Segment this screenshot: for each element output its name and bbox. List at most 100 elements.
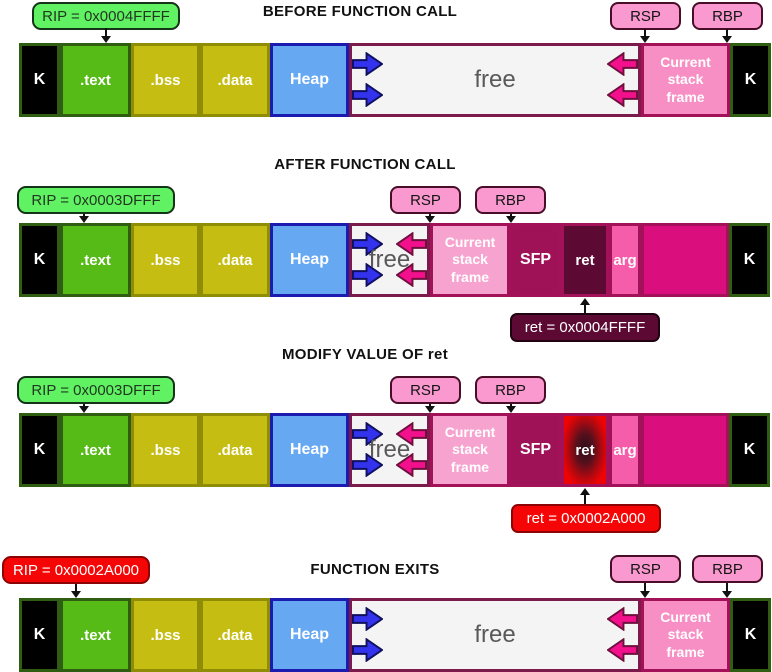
pointer-arrow [579,298,591,313]
grow-right-arrow-icon [352,83,383,107]
rsp-register-box: RSP [610,2,681,30]
segment-label: .bss [150,71,181,89]
segment-label: Heap [289,626,330,643]
grow-right-arrow-icon [352,607,383,631]
segment-label: SFP [519,441,552,458]
segment-stack-frame: Current stack frame [430,413,510,487]
grow-left-arrow-icon [607,607,638,631]
segment-heap: Heap [270,598,349,672]
segment-label: K [33,71,46,88]
segment-heap: Heap [270,43,349,117]
segment-text: .text [60,223,131,297]
grow-right-arrow-icon [352,638,383,662]
segment-label: Current stack frame [444,424,496,475]
pointer-arrow [505,214,517,223]
rbp-register-box: RBP [692,555,763,583]
segment-label: .text [80,71,111,89]
segment-label: .text [80,626,111,644]
memory-bar: K .text .bss .data Heap free Current sta… [19,598,771,672]
segment-stack-rest [641,413,729,487]
segment-label: ret [575,441,595,459]
pointer-arrow [78,214,90,223]
segment-kernel-end: K [729,223,770,297]
segment-data: .data [200,598,270,672]
segment-heap: Heap [270,413,349,487]
segment-label: free [368,246,411,273]
grow-right-arrow-icon [352,232,383,256]
segment-data: .data [200,43,270,117]
segment-label: Heap [289,441,330,458]
grow-left-arrow-icon [607,52,638,76]
rsp-register-box: RSP [390,376,461,404]
pointer-arrow [424,404,436,413]
segment-kernel-end: K [730,43,771,117]
segment-label: free [474,621,516,648]
segment-bss: .bss [131,413,200,487]
segment-label: Current stack frame [660,54,711,105]
pointer-arrow [639,29,651,43]
segment-label: .data [217,251,253,269]
section-title: FUNCTION EXITS [310,561,440,578]
grow-left-arrow-icon [396,263,427,287]
segment-label: Heap [289,251,330,268]
segment-kernel: K [19,43,60,117]
segment-kernel: K [19,598,60,672]
segment-label: free [368,436,411,463]
rsp-register-box: RSP [610,555,681,583]
ret-value-box: ret = 0x0004FFFF [510,313,660,342]
segment-free: free [349,43,641,117]
segment-arg: arg [609,223,641,297]
grow-left-arrow-icon [396,422,427,446]
grow-left-arrow-icon [607,83,638,107]
segment-label: K [33,441,46,458]
segment-label: .text [80,251,111,269]
segment-label: .data [217,71,253,89]
segment-label: K [33,626,46,643]
segment-label: free [474,66,516,93]
memory-bar: K .text .bss .data Heap free Current sta… [19,413,770,487]
segment-kernel-end: K [729,413,770,487]
segment-label: .bss [150,626,181,644]
segment-label: ret [575,251,595,269]
rip-value-box: RIP = 0x0002A000 [2,556,150,584]
segment-label: .data [217,441,253,459]
rbp-register-box: RBP [692,2,763,30]
segment-label: .bss [150,251,181,269]
rbp-register-box: RBP [475,186,546,214]
segment-stack-frame: Current stack frame [430,223,510,297]
segment-label: .data [217,626,253,644]
segment-label: K [744,71,757,88]
segment-sfp: SFP [510,413,561,487]
segment-label: .bss [150,441,181,459]
segment-label: K [743,251,756,268]
segment-label: Current stack frame [444,234,496,285]
segment-bss: .bss [131,598,200,672]
segment-free: free [349,223,430,297]
segment-text: .text [60,598,131,672]
pointer-arrow [70,584,82,598]
segment-label: K [743,441,756,458]
rip-value-box: RIP = 0x0003DFFF [17,186,175,214]
segment-label: Current stack frame [660,609,711,660]
pointer-arrow [505,404,517,413]
memory-bar: K .text .bss .data Heap free Current sta… [19,43,771,117]
segment-label: SFP [519,251,552,268]
segment-arg: arg [609,413,641,487]
rbp-register-box: RBP [475,376,546,404]
segment-ret: ret [561,223,609,297]
grow-right-arrow-icon [352,453,383,477]
segment-label: Heap [289,71,330,88]
grow-left-arrow-icon [396,453,427,477]
segment-heap: Heap [270,223,349,297]
grow-left-arrow-icon [396,232,427,256]
pointer-arrow [579,488,591,504]
segment-free: free [349,598,641,672]
grow-right-arrow-icon [352,263,383,287]
segment-bss: .bss [131,223,200,297]
segment-kernel: K [19,413,60,487]
pointer-arrow [100,28,112,43]
segment-free: free [349,413,430,487]
rip-value-box: RIP = 0x0004FFFF [32,2,180,30]
section-title: AFTER FUNCTION CALL [274,156,456,173]
